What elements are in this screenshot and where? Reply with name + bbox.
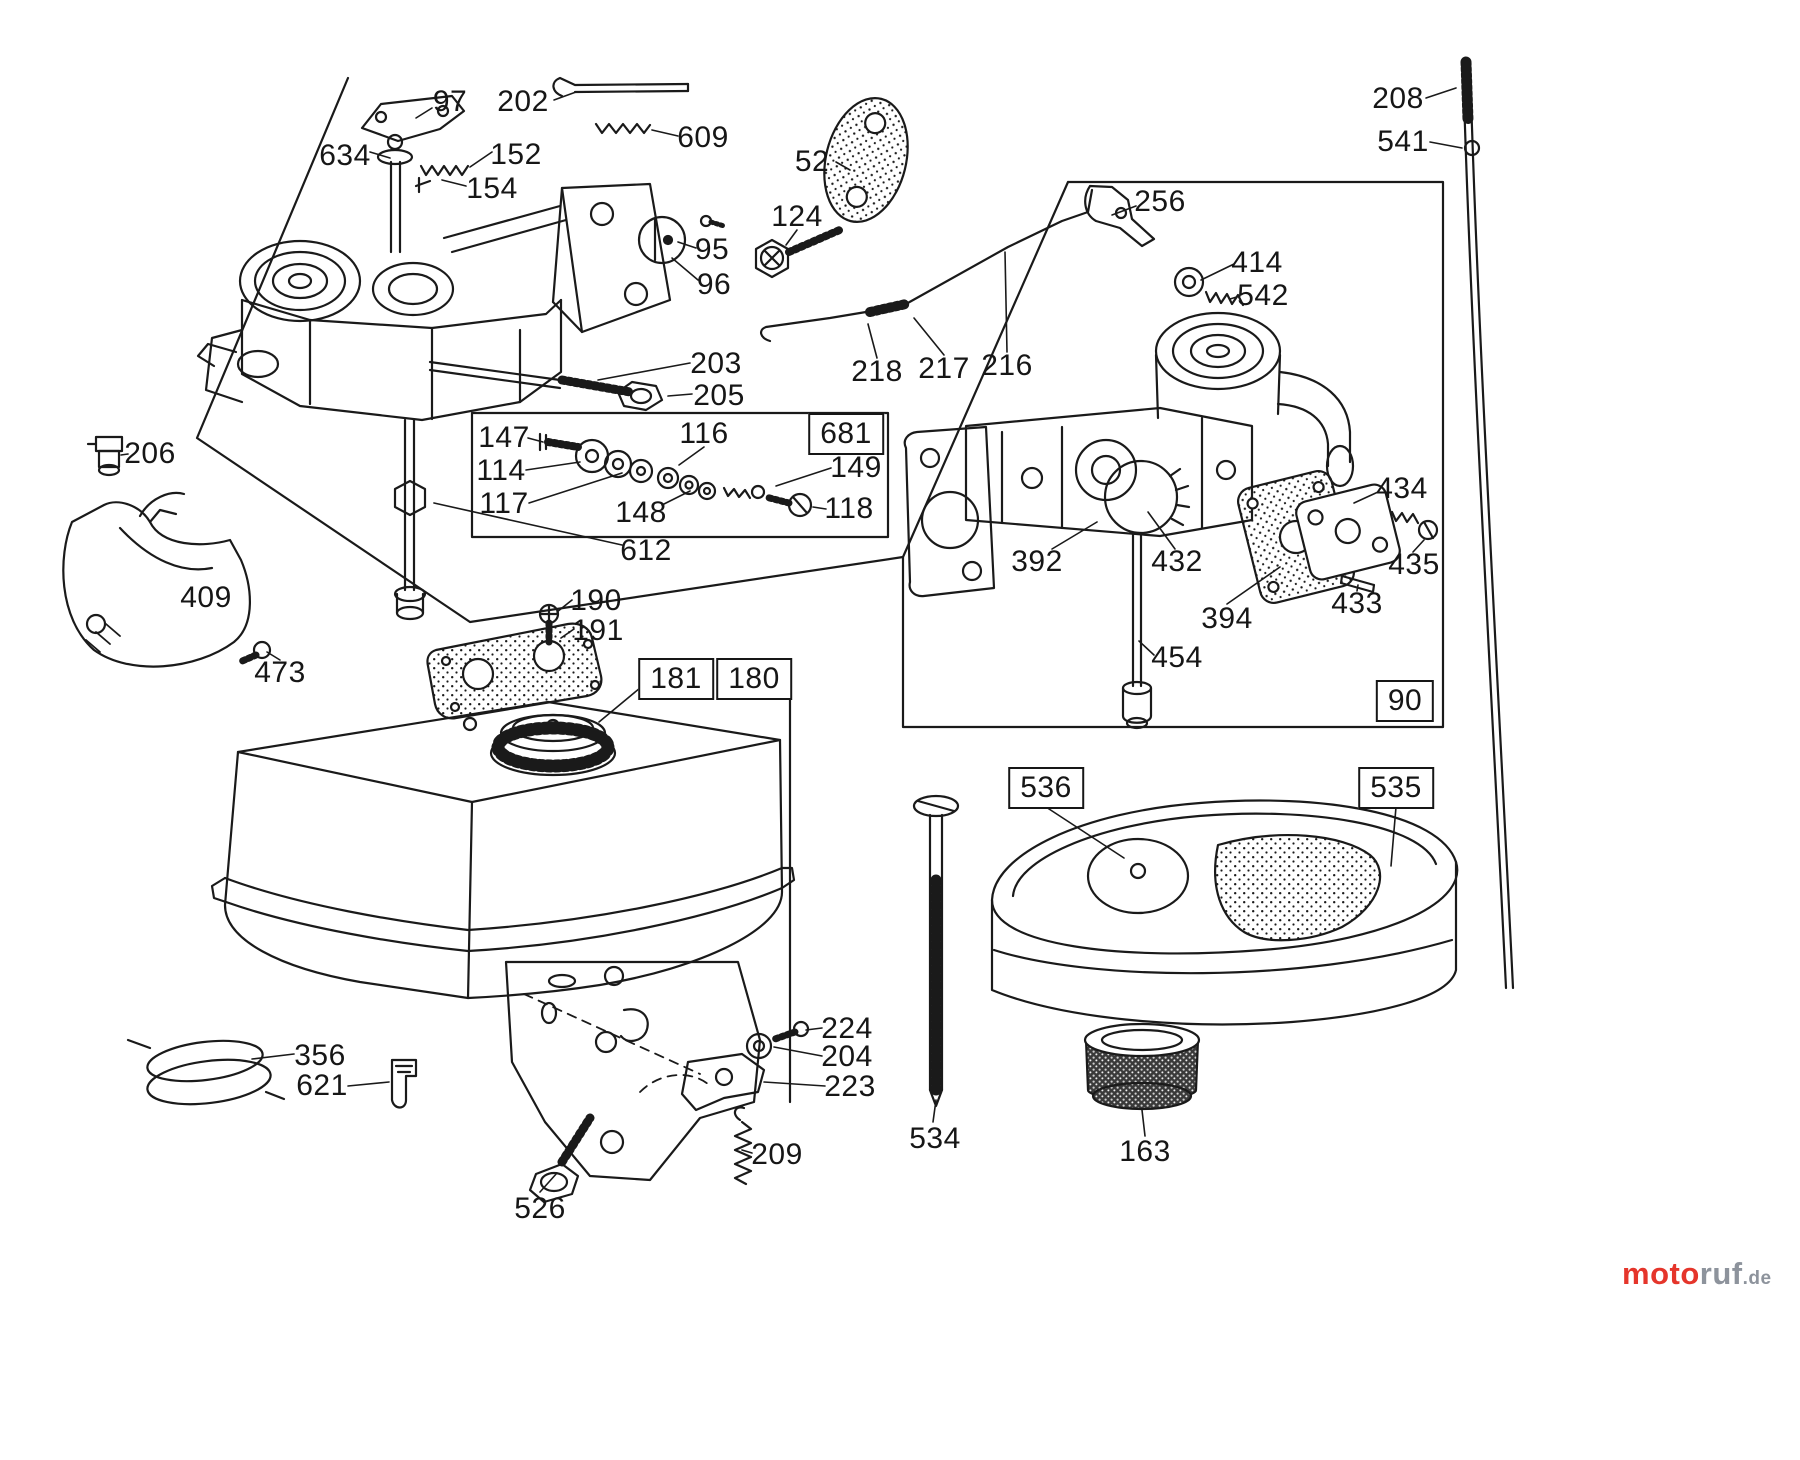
part-label-118: 118 (824, 492, 874, 525)
part-label-204: 204 (821, 1040, 873, 1073)
part-label-124: 124 (771, 200, 823, 233)
needle-valve-parts (538, 432, 813, 518)
governor-spring-356 (126, 1038, 286, 1106)
spring-209 (733, 1106, 753, 1186)
part-label-97: 97 (432, 85, 468, 118)
part-label-163: 163 (1119, 1135, 1171, 1168)
part-label-454: 454 (1151, 641, 1203, 674)
washer-204 (745, 1032, 773, 1060)
part-label-609: 609 (677, 121, 729, 154)
air-cleaner-assembly (990, 799, 1459, 1026)
part-label-116: 116 (679, 417, 729, 450)
part-label-191: 191 (572, 614, 624, 647)
screw-435 (1390, 510, 1439, 541)
part-label-535: 535 (1358, 767, 1434, 809)
fitting-206 (86, 435, 124, 477)
gasket-52 (823, 97, 909, 223)
part-label-256: 256 (1134, 185, 1186, 218)
part-label-202: 202 (497, 85, 549, 118)
screw-190 (538, 603, 560, 646)
part-label-95: 95 (694, 233, 730, 266)
part-label-180: 180 (716, 658, 792, 700)
part-label-473: 473 (254, 656, 306, 689)
throttle-link-202 (552, 76, 690, 135)
tank-bracket (504, 960, 762, 1182)
part-label-434: 434 (1376, 472, 1428, 505)
part-label-208: 208 (1372, 82, 1424, 115)
part-label-409: 409 (180, 581, 232, 614)
watermark-moto: moto (1622, 1256, 1700, 1291)
part-label-90: 90 (1375, 680, 1435, 722)
part-label-218: 218 (851, 355, 903, 388)
part-label-356: 356 (294, 1039, 346, 1072)
part-label-114: 114 (476, 454, 526, 487)
part-label-147: 147 (478, 421, 530, 454)
part-label-534: 534 (909, 1122, 961, 1155)
part-label-96: 96 (696, 268, 732, 301)
part-label-541: 541 (1377, 125, 1429, 158)
part-label-149: 149 (830, 451, 882, 484)
part-label-435: 435 (1388, 548, 1440, 581)
foam-element-163 (1083, 1022, 1201, 1111)
part-label-209: 209 (751, 1138, 803, 1171)
part-label-148: 148 (615, 496, 667, 529)
bolt-203-205 (428, 360, 664, 412)
part-label-621: 621 (296, 1069, 348, 1102)
part-label-414: 414 (1231, 246, 1283, 279)
choke-cable-208-541 (1460, 56, 1515, 990)
lever-223 (680, 1052, 766, 1112)
part-label-216: 216 (981, 349, 1033, 382)
leader-lines (120, 87, 1463, 1193)
screw-473 (236, 640, 272, 666)
gasket-191 (426, 622, 603, 720)
part-label-634: 634 (319, 139, 371, 172)
part-label-536: 536 (1008, 767, 1084, 809)
part-label-681: 681 (808, 413, 884, 455)
part-label-154: 154 (466, 172, 518, 205)
part-label-181: 181 (638, 658, 714, 700)
part-label-224: 224 (821, 1012, 873, 1045)
part-label-190: 190 (570, 584, 622, 617)
part-label-433: 433 (1331, 587, 1383, 620)
bolt-124 (754, 225, 846, 279)
part-label-217: 217 (918, 352, 970, 385)
part-label-206: 206 (124, 437, 176, 470)
part-label-542: 542 (1237, 279, 1289, 312)
pump-cover-434 (1295, 483, 1401, 581)
part-label-203: 203 (690, 347, 742, 380)
watermark-ruf: ruf (1699, 1256, 1743, 1291)
watermark-logo: motoruf.de (1622, 1256, 1772, 1292)
clip-621 (390, 1058, 418, 1109)
part-label-612: 612 (620, 534, 672, 567)
bolt-526 (528, 1113, 595, 1204)
fuel-tank (210, 700, 796, 1000)
governor-link-216 (760, 188, 1094, 343)
watermark-de: .de (1742, 1268, 1772, 1289)
part-label-205: 205 (693, 379, 745, 412)
part-label-117: 117 (479, 487, 529, 520)
part-label-432: 432 (1151, 545, 1203, 578)
part-label-152: 152 (490, 138, 542, 171)
part-label-526: 526 (514, 1192, 566, 1225)
part-label-392: 392 (1011, 545, 1063, 578)
control-bracket-409 (62, 491, 251, 668)
part-label-52: 52 (794, 145, 830, 178)
washer-414 (1173, 266, 1205, 298)
part-label-394: 394 (1201, 602, 1253, 635)
part-label-223: 223 (824, 1070, 876, 1103)
screw-534 (912, 794, 960, 1108)
carburetor-assembly-left (196, 94, 672, 621)
choke-plate-95-96 (637, 214, 727, 265)
